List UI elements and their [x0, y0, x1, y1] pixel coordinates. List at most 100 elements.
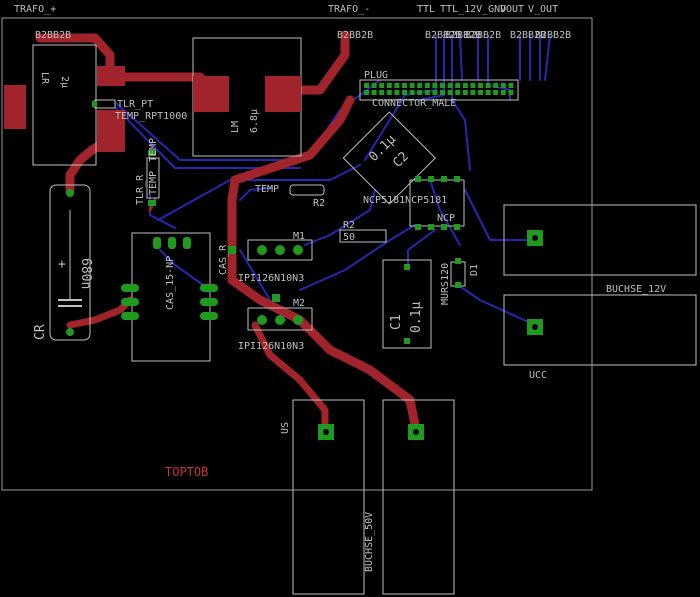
plug-pin [424, 90, 430, 95]
plug-pin [394, 83, 400, 88]
connector-label-5: B2BB2B [465, 30, 501, 41]
trafo-minus-label: TRAFO_- [328, 4, 370, 15]
cas-r-label: CAS_R [218, 244, 229, 275]
plug-pins [364, 83, 514, 95]
r2-name-label: R2 [313, 198, 325, 209]
ncp-name-label: NCP [437, 213, 455, 224]
m2-label: M2 [293, 298, 305, 309]
r2-name2-label: R2 [343, 220, 355, 231]
temp-sensor-tlr-pt[interactable]: TLR_PT TEMP_RPT1000 [92, 99, 187, 122]
ncp-pin [428, 224, 434, 230]
plug-pin [462, 83, 468, 88]
plug-pin [470, 90, 476, 95]
ipi2-label: IPI126N10N3 [238, 341, 304, 352]
resistor-temp[interactable]: TEMP R2 [255, 184, 325, 209]
plug-pin [379, 90, 385, 95]
plug-pin [394, 90, 400, 95]
buchse-12v-label: BUCHSE_12V [606, 284, 666, 295]
temp-r-label: TEMP [148, 138, 159, 162]
plug-pin [402, 90, 407, 95]
plug-pin [485, 90, 491, 95]
plug-value: CONNECTOR_MALE [372, 98, 456, 109]
cr-name: CR [33, 324, 48, 340]
plug-pin [478, 90, 483, 95]
plug-pin [508, 90, 514, 95]
ttl-label: TTL [417, 4, 435, 15]
r2-value-label: 50 [343, 232, 355, 243]
ncp-pin [454, 176, 460, 182]
ncp-pin [428, 176, 434, 182]
plug-pin [424, 83, 430, 88]
mosfet-m2[interactable]: M2 IPI126N10N3 [238, 298, 313, 352]
plug-pin [493, 90, 499, 95]
c1-name: C1 [389, 314, 404, 330]
plug-pin [364, 83, 369, 88]
temp-rpt-label: TEMP_RPT1000 [115, 111, 187, 122]
lr-name: LR [39, 72, 50, 85]
connector-buchse-12v[interactable]: BUCHSE_12V UCC [503, 204, 697, 381]
inductor-lm[interactable]: LM 6.8µ [192, 37, 302, 157]
diode-d1[interactable]: MURS120 D1 [440, 258, 480, 305]
mosfet-m1[interactable]: M1 IPI126N10N3 [238, 231, 313, 284]
plug-pin [432, 90, 438, 95]
lm-value: 6.8µ [249, 109, 260, 133]
plug-pin [470, 83, 476, 88]
d1-value: MURS120 [440, 263, 451, 305]
plug-pin [447, 90, 453, 95]
ncp-pin [454, 224, 460, 230]
plug-name: PLUG [364, 70, 388, 81]
plug-pin [447, 83, 453, 88]
c2-name: C2 [390, 149, 412, 171]
plug-connector[interactable]: PLUG CONNECTOR_MALE [359, 70, 519, 109]
m1-label: M1 [293, 231, 305, 242]
tlr-pt-label: TLR_PT [117, 99, 153, 110]
plug-pin [417, 90, 423, 95]
resistor-tlr-r[interactable]: TLR_R TEMP TEMP [135, 138, 160, 206]
capacitor-c2[interactable]: 0.1µ C2 [342, 111, 436, 205]
connector-label-2: B2BB2B [337, 30, 373, 41]
connector-label-3: B2BB2B [425, 30, 461, 41]
connector-label-4: B2BB2B [445, 30, 481, 41]
plug-pin [379, 83, 385, 88]
ucc-label: UCC [529, 370, 547, 381]
d1-name: D1 [469, 264, 480, 276]
chip-ncp5181[interactable]: NCP5181NCP5181 NCP [363, 176, 465, 230]
ttl-12v-gnd-label: TTL_12V_GND [440, 4, 506, 15]
vout-label: VOUT [500, 4, 524, 15]
cas15-label: CAS_15-NP [165, 256, 176, 310]
capacitor-cr[interactable]: + 680n CR [33, 184, 93, 341]
inductor-lr[interactable]: LR 2µ [4, 44, 125, 166]
plug-pin [432, 83, 438, 88]
buchse-50v-label: BUCHSE_50V [364, 512, 375, 572]
ncp-chip-label: NCP5181NCP5181 [363, 195, 447, 206]
trafo-plus-label: TRAFO_+ [14, 4, 56, 15]
component-cas15[interactable]: CAS_15-NP CAS_R [121, 232, 229, 362]
plug-pin [455, 83, 461, 88]
tlr-r-label: TLR_R [135, 174, 146, 205]
plug-pin [371, 90, 377, 95]
plug-pin [417, 83, 423, 88]
connector-label-7: B2BB2B [535, 30, 571, 41]
connector-buchse-50v[interactable]: US BUCHSE_50V [280, 399, 455, 595]
via-pad-1 [228, 246, 236, 254]
cr-plus-mark: + [58, 257, 66, 272]
plug-pin [409, 83, 415, 88]
resistor-r2[interactable]: R2 50 [339, 220, 387, 243]
capacitor-c1[interactable]: C1 0.1µ [382, 259, 432, 349]
connector-label-6: B2BB2B [510, 30, 546, 41]
plug-pin [440, 90, 445, 95]
plug-pin [500, 90, 506, 95]
ncp-pin [415, 224, 421, 230]
plug-pin [386, 90, 392, 95]
temp-horizontal-label: TEMP [255, 184, 279, 195]
c1-value: 0.1µ [409, 302, 424, 333]
board-outline [1, 17, 593, 491]
ncp-pin [441, 176, 447, 182]
us-label: US [280, 422, 291, 434]
plug-pin [485, 83, 491, 88]
v-out-label: V_OUT [528, 4, 558, 15]
plug-pin [508, 83, 514, 88]
connector-label-1: B2BB2B [35, 30, 71, 41]
plug-pin [386, 83, 392, 88]
